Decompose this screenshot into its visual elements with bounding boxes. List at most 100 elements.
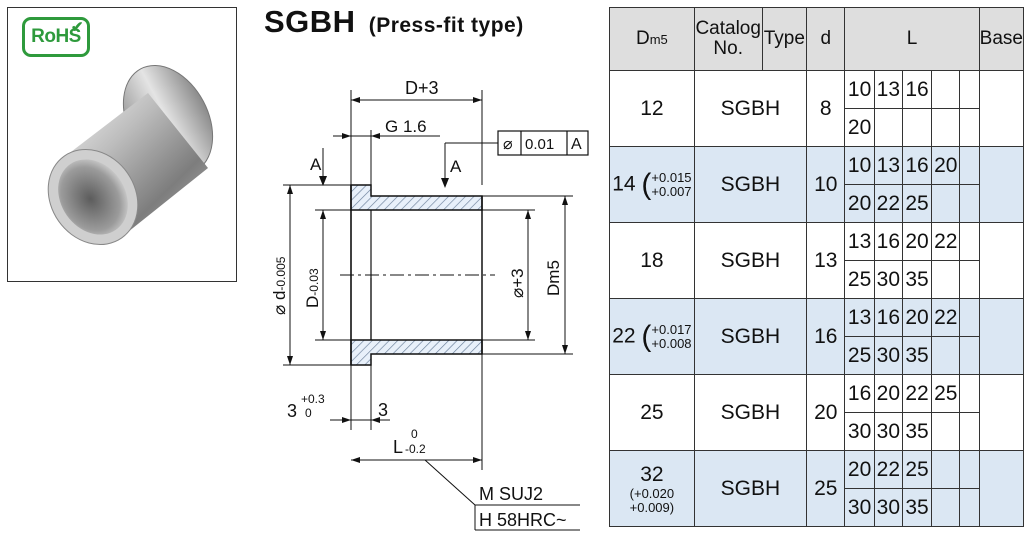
cell-l: 35 (901, 260, 933, 299)
cell-l-extra (959, 336, 980, 375)
rohs-label: RoHS (31, 26, 81, 47)
cell-l: 16 (901, 70, 933, 109)
dim-length-tol-top: 0 (411, 427, 418, 441)
cell-l: 30 (844, 488, 875, 527)
cell-l: 20 (844, 184, 875, 223)
check-icon: ✔ (70, 19, 84, 36)
cell-dm: 32(+0.020+0.009) (609, 450, 695, 527)
dim-right-diameter: ⌀+3 (508, 268, 527, 298)
dim-dm5: Dm5 (544, 260, 563, 296)
cell-l (931, 450, 961, 489)
table-row-sub: 20 (610, 108, 1024, 147)
cell-dm: 22 (+0.017+0.008 (609, 298, 695, 375)
tolerance-datum: A (571, 136, 582, 153)
cell-l: 13 (844, 298, 875, 337)
dim-flange-tol-top: +0.3 (301, 392, 325, 406)
cell-l: 20 (931, 146, 961, 185)
cell-base (978, 222, 1024, 299)
cell-base (978, 146, 1024, 223)
datum-a-left: A (310, 155, 322, 174)
cell-l: 13 (873, 146, 903, 185)
cell-l: 16 (873, 298, 903, 337)
cell-type: SGBH (693, 146, 808, 223)
dim-flange: 3 (287, 401, 297, 421)
cell-l-extra (959, 222, 980, 261)
dim-inner-d: D-0.03 (303, 268, 322, 308)
cell-l-extra (959, 374, 980, 413)
cell-d: 13 (806, 222, 846, 299)
dim-g: G 1.6 (385, 117, 427, 136)
cell-d: 8 (806, 70, 846, 147)
cell-l: 30 (873, 488, 903, 527)
cell-l-extra (959, 146, 980, 185)
cell-dm: 12 (609, 70, 695, 147)
cell-l: 25 (931, 374, 961, 413)
subtitle-text: (Press-fit type) (368, 14, 524, 37)
technical-drawing: D+3 G 1.6 ⌀ 0.01 A A A ⌀ d-0.005 D-0.03 … (270, 78, 589, 531)
cell-l: 22 (873, 450, 903, 489)
cell-dm: 25 (609, 374, 695, 451)
cell-l: 22 (931, 222, 961, 261)
diameter-symbol: ⌀ (503, 136, 513, 153)
cell-l: 35 (901, 412, 933, 451)
cell-l (931, 488, 961, 527)
cell-type: SGBH (693, 450, 808, 527)
cell-l: 10 (844, 146, 875, 185)
cell-l (931, 336, 961, 375)
cell-l (901, 108, 933, 147)
cell-d: 10 (806, 146, 846, 223)
cell-l: 16 (901, 146, 933, 185)
cell-l: 20 (901, 298, 933, 337)
cell-l: 30 (873, 412, 903, 451)
product-photo-frame: RoHS ✔ (7, 7, 237, 282)
header-base: Base (978, 7, 1024, 71)
cell-base (978, 298, 1024, 375)
cell-l (931, 70, 961, 109)
cell-l (931, 260, 961, 299)
cell-l-extra (959, 412, 980, 451)
cell-l: 13 (873, 70, 903, 109)
tolerance-value: 0.01 (525, 136, 554, 153)
cell-type: SGBH (693, 70, 808, 147)
cell-type: SGBH (693, 298, 808, 375)
cell-l: 30 (873, 336, 903, 375)
dim-length: L (393, 437, 403, 457)
cell-base (978, 374, 1024, 451)
cell-l-extra (959, 260, 980, 299)
cell-l: 25 (844, 260, 875, 299)
cell-l: 13 (844, 222, 875, 261)
cell-l-extra (959, 450, 980, 489)
dim-flange-tol-bottom: 0 (305, 406, 312, 420)
cell-l (931, 412, 961, 451)
header-dm: Dm5 (609, 7, 695, 71)
title-text: SGBH (264, 4, 356, 39)
rohs-badge: RoHS ✔ (22, 17, 90, 57)
cell-l: 30 (844, 412, 875, 451)
cell-l: 20 (844, 450, 875, 489)
cell-l: 10 (844, 70, 875, 109)
cell-l-extra (959, 184, 980, 223)
cell-type: SGBH (693, 222, 808, 299)
cell-l: 20 (901, 222, 933, 261)
cell-l (931, 108, 961, 147)
cell-d: 16 (806, 298, 846, 375)
cell-l-extra (959, 108, 980, 147)
cell-l: 25 (901, 184, 933, 223)
cell-dm: 14 (+0.015+0.007 (609, 146, 695, 223)
page-title: SGBH (Press-fit type) (264, 4, 524, 40)
cell-l: 16 (844, 374, 875, 413)
cell-l: 30 (873, 260, 903, 299)
header-type: Type (761, 7, 808, 71)
cell-l: 25 (901, 450, 933, 489)
header-l: L (844, 7, 980, 71)
cell-l: 22 (931, 298, 961, 337)
